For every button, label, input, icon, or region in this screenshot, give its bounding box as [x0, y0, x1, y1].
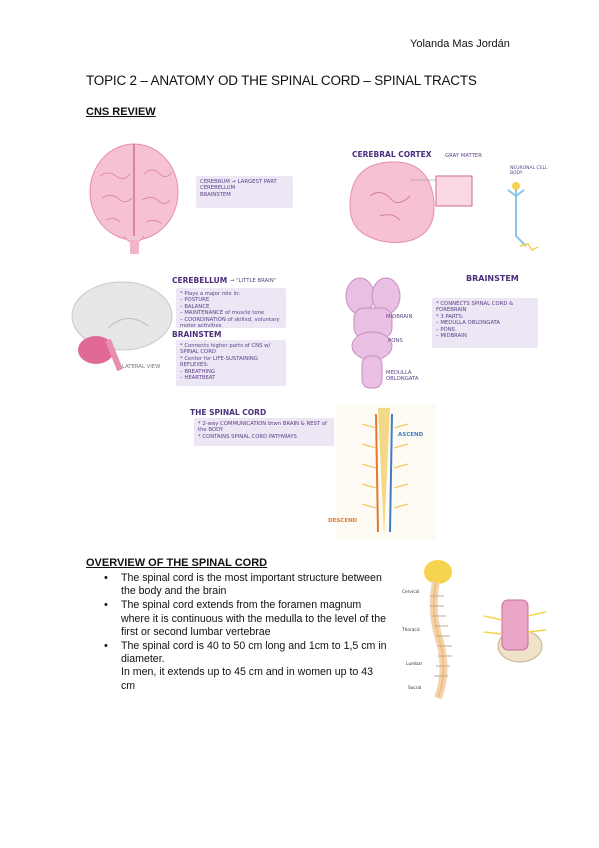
- brainstem-note-5: – MIDBRAIN: [436, 333, 467, 340]
- author-name: Yolanda Mas Jordán: [410, 38, 510, 50]
- bullet-2-text: The spinal cord extends from the foramen…: [121, 599, 386, 638]
- spinal-cord-title: THE SPINAL CORD: [190, 408, 267, 417]
- brain-box-line-3: BRAINSTEM: [200, 191, 231, 198]
- section-heading-overview: OVERVIEW OF THE SPINAL CORD: [86, 557, 268, 569]
- brainstem-notes-box: * CONNECTS SPINAL CORD & FOREBRAIN * 3 P…: [432, 298, 538, 348]
- cerebellum-note-1: * Plays a major role in:: [180, 291, 241, 297]
- cortex-section-image: [349, 161, 539, 251]
- descend-label: DESCEND: [328, 518, 358, 524]
- neuronal-cell-body-label: NEURONAL CELL BODY: [510, 166, 548, 176]
- brainstem-note-3: – MEDULLA OBLONGATA: [436, 320, 500, 327]
- spinal-cord-note-1: * 2-way COMMUNICATION btwn BRAIN & REST …: [198, 421, 327, 434]
- cerebellum-note-3: – BALANCE: [180, 303, 210, 310]
- spinal-cord-note-2: * CONTAINS SPINAL CORD PATHWAYS: [198, 433, 297, 440]
- brainstem-sub-notes-box: * Connects higher parts of CNS w/ SPINAL…: [176, 340, 286, 386]
- cerebellum-notes-box: * Plays a major role in: – POSTURE – BAL…: [176, 288, 286, 330]
- cerebral-cortex-panel: CEREBRAL CORTEX GRAY MATTER NEURONAL CEL…: [340, 136, 568, 256]
- cerebellum-note-5: – COORDINATION of skilled, voluntary mot…: [180, 316, 280, 330]
- little-brain-label: → "LITTLE BRAIN": [230, 278, 277, 284]
- brain-box-line-1: CEREBRUM → LARGEST PART: [200, 179, 277, 185]
- cerebellum-title: CEREBELLUM: [172, 276, 228, 285]
- brainstem-subtitle: BRAINSTEM: [172, 330, 222, 339]
- thoracic-label: Thoracic: [402, 628, 421, 633]
- cortex-title: CEREBRAL CORTEX: [352, 150, 432, 159]
- brainstem-image: [345, 277, 401, 389]
- list-item: The spinal cord is the most important st…: [104, 572, 389, 598]
- lumbar-label: Lumbar: [406, 662, 423, 667]
- brainstem-sub-note-3: – BREATHING: [180, 368, 216, 375]
- bullet-3-text: The spinal cord is 40 to 50 cm long and …: [121, 640, 387, 666]
- bullet-3-extra-text: In men, it extends up to 45 cm and in wo…: [121, 666, 374, 692]
- spinal-cord-image: [336, 404, 436, 540]
- brainstem-sub-note-4: – HEARTBEAT: [180, 375, 216, 382]
- brainstem-note-2: * 3 PARTS:: [436, 313, 464, 320]
- brain-illustration-panel: CEREBRUM → LARGEST PART CEREBELLUM BRAIN…: [86, 136, 301, 256]
- list-item: The spinal cord extends from the foramen…: [104, 599, 389, 639]
- brain-parts-box: CEREBRUM → LARGEST PART CEREBELLUM BRAIN…: [196, 176, 293, 208]
- document-title: TOPIC 2 – ANATOMY OD THE SPINAL CORD – S…: [86, 73, 477, 88]
- spine-figure-panel: Cervical Thoracic Lumbar Sacral: [400, 556, 556, 702]
- brain-lateral-view-image: [71, 281, 173, 372]
- brainstem-title: BRAINSTEM: [466, 274, 519, 283]
- bullet-1-text: The spinal cord is the most important st…: [121, 572, 382, 598]
- overview-bullet-list: The spinal cord is the most important st…: [104, 572, 389, 694]
- list-item: The spinal cord is 40 to 50 cm long and …: [104, 640, 389, 693]
- lateral-view-label: LATERAL VIEW: [122, 364, 161, 370]
- brainstem-note-1: * CONNECTS SPINAL CORD & FOREBRAIN: [436, 301, 514, 314]
- section-heading-cns-review: CNS REVIEW: [86, 106, 156, 118]
- gray-matter-label: GRAY MATTER: [445, 153, 482, 159]
- spinal-cord-panel: THE SPINAL CORD * 2-way COMMUNICATION bt…: [186, 404, 442, 542]
- cervical-label: Cervical: [402, 590, 420, 595]
- brain-top-view-image: [89, 143, 179, 254]
- cerebellum-panel: LATERAL VIEW CEREBELLUM → "LITTLE BRAIN"…: [68, 268, 300, 388]
- cerebellum-note-2: – POSTURE: [180, 297, 210, 304]
- brainstem-panel: MIDBRAIN PONS MEDULLA OBLONGATA BRAINSTE…: [326, 268, 562, 390]
- ascend-label: ASCEND: [398, 432, 424, 438]
- brainstem-sub-note-2: * Center for LIFE-SUSTAINING REFLEXES:: [180, 355, 258, 369]
- spine-figure-image: [424, 560, 547, 700]
- medulla-label: MEDULLA OBLONGATA: [386, 370, 419, 383]
- brainstem-sub-note-1: * Connects higher parts of CNS w/ SPINAL…: [180, 343, 271, 356]
- pons-label: PONS: [388, 338, 403, 344]
- spinal-cord-notes-box: * 2-way COMMUNICATION btwn BRAIN & REST …: [194, 418, 334, 446]
- cerebellum-note-4: – MAINTENANCE of muscle tone: [180, 310, 265, 317]
- brainstem-note-4: – PONS: [436, 326, 456, 333]
- midbrain-label: MIDBRAIN: [386, 314, 413, 320]
- sacral-label: Sacral: [408, 686, 422, 691]
- brain-box-line-2: CEREBELLUM: [200, 185, 236, 192]
